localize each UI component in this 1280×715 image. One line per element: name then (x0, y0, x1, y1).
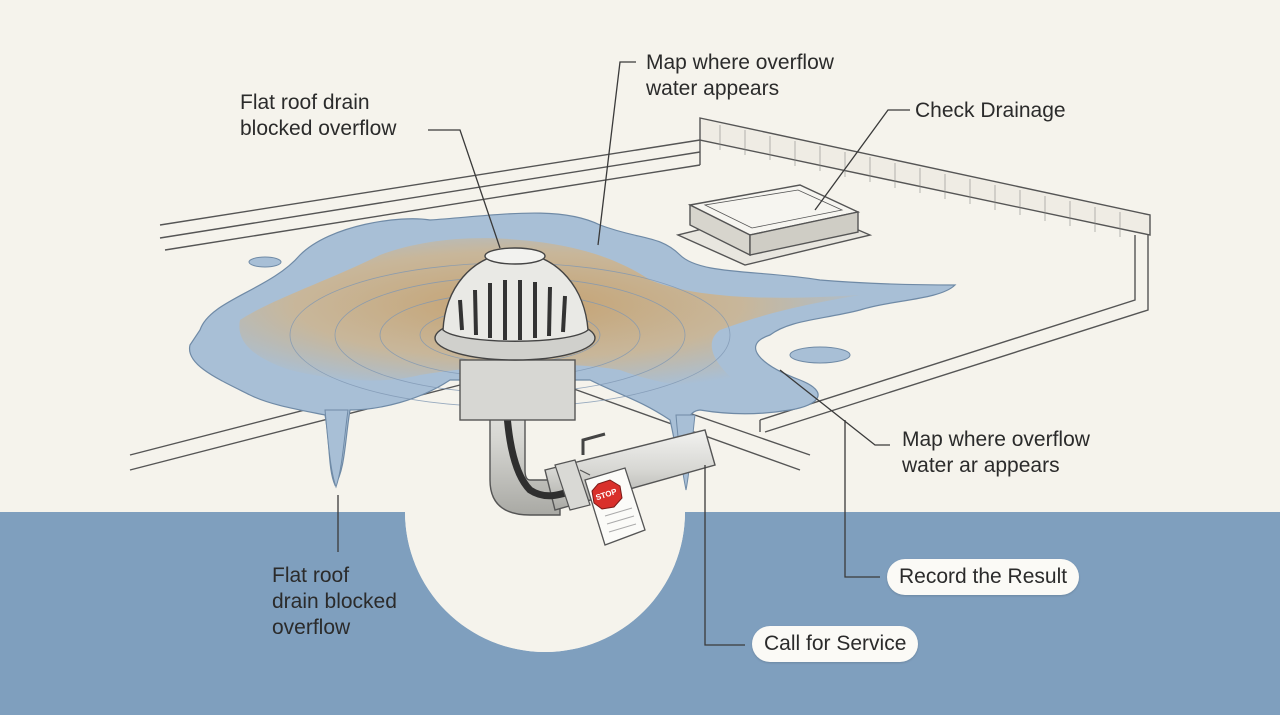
call-service-pill: Call for Service (752, 626, 919, 662)
stop-sign-icon (591, 479, 623, 510)
record-result-pill: Record the Result (887, 559, 1080, 595)
leader-lines (337, 61, 910, 646)
roof-hatch (675, 184, 873, 266)
stop-tag (579, 467, 646, 546)
drain-dome (434, 247, 596, 361)
label-drain-top: Flat roof drain blocked overflow (240, 91, 397, 140)
label-drain-bottom: Flat roof drain blocked overflow (272, 564, 397, 639)
label-map-top: Map where overflow water appears (646, 51, 834, 100)
drain-pipe (459, 359, 716, 516)
label-map-right: Map where overflow water ar appears (902, 428, 1090, 477)
cutout-circle (405, 512, 685, 652)
parapet-hatching (719, 125, 1121, 237)
label-check-drainage: Check Drainage (915, 99, 1066, 122)
